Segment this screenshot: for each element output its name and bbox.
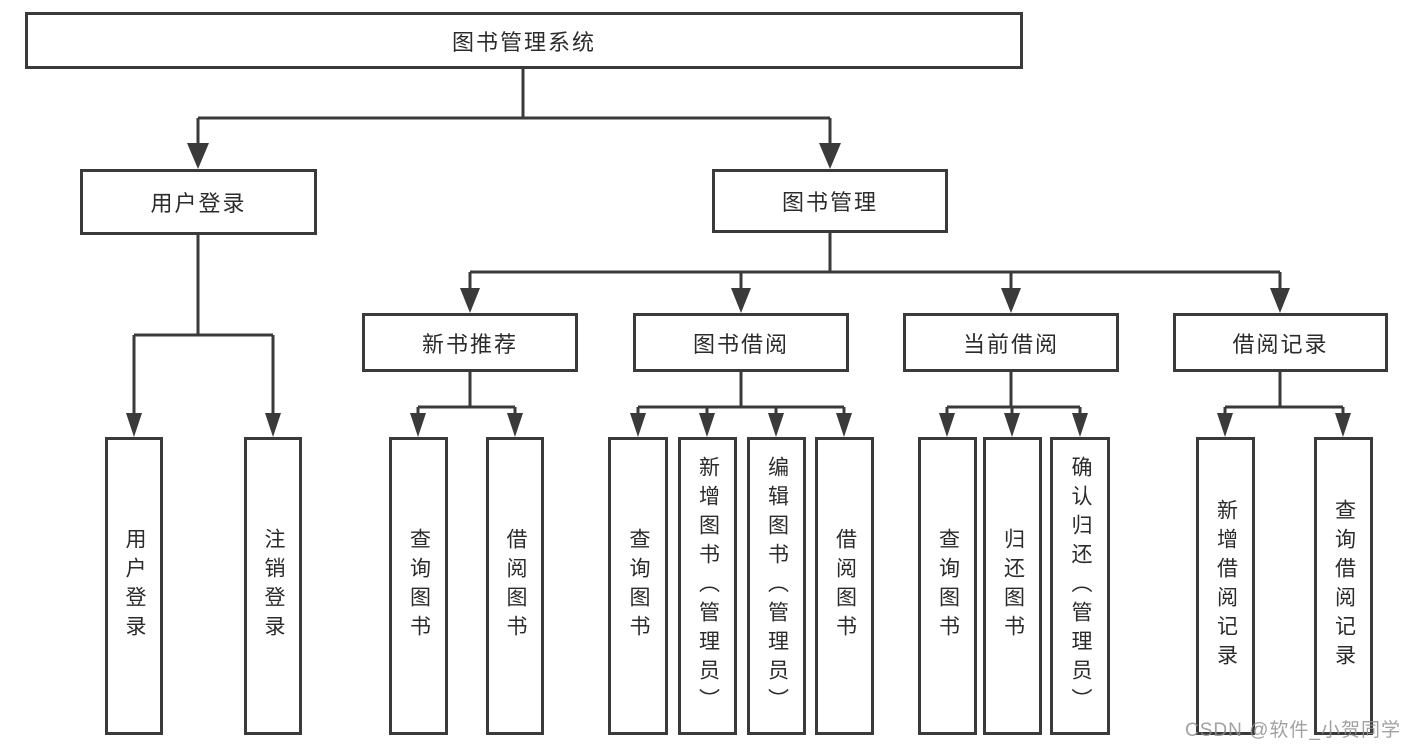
watermark-text: CSDN @软件_小贺同学 xyxy=(1185,720,1401,741)
node-leaf-borrow-books-recommend: 借阅图书 xyxy=(486,437,544,735)
node-current-borrow: 当前借阅 xyxy=(903,313,1119,372)
arrow-to-leaf-return xyxy=(1004,413,1020,437)
node-label: 新增图书（管理员） xyxy=(696,455,720,717)
node-leaf-return-book: 归还图书 xyxy=(983,437,1042,735)
connector-new-book-branch xyxy=(416,372,517,430)
arrowheads xyxy=(126,143,1351,437)
node-label: 查询图书 xyxy=(936,528,960,644)
arrow-to-book-mgmt xyxy=(819,143,841,169)
node-leaf-confirm-return-admin: 确认归还（管理员） xyxy=(1050,437,1110,735)
node-label: 查询图书 xyxy=(407,528,431,644)
arrow-to-leaf-logout xyxy=(265,413,281,437)
node-label: 当前借阅 xyxy=(962,331,1059,357)
arrow-to-new-book xyxy=(460,288,480,313)
node-label: 图书借阅 xyxy=(692,331,789,357)
node-leaf-query-books-current: 查询图书 xyxy=(918,437,977,735)
connector-root-branch xyxy=(196,69,832,162)
node-label: 注销登录 xyxy=(262,528,285,644)
node-leaf-edit-book-admin: 编辑图书（管理员） xyxy=(747,437,806,735)
arrow-to-leaf-query-record xyxy=(1335,413,1351,437)
node-label: 查询图书 xyxy=(627,528,650,644)
node-label: 借阅图书 xyxy=(504,528,527,644)
node-leaf-query-books-borrow: 查询图书 xyxy=(608,437,668,735)
node-book-borrow: 图书借阅 xyxy=(633,313,849,372)
arrow-to-leaf-edit-book xyxy=(768,413,784,437)
arrow-to-leaf-borrow-1 xyxy=(507,413,523,437)
arrow-to-user-login xyxy=(187,143,209,169)
node-new-book-recommend: 新书推荐 xyxy=(362,313,578,372)
node-user-login: 用户登录 xyxy=(80,169,317,235)
node-book-management: 图书管理 xyxy=(712,169,948,233)
node-leaf-query-borrow-record: 查询借阅记录 xyxy=(1314,437,1373,735)
node-library-system: 图书管理系统 xyxy=(25,12,1023,69)
node-label: 借阅图书 xyxy=(833,528,857,644)
node-label: 查询借阅记录 xyxy=(1332,499,1356,673)
node-borrow-records: 借阅记录 xyxy=(1173,313,1388,372)
arrow-to-leaf-add-record xyxy=(1217,413,1233,437)
node-label: 借阅记录 xyxy=(1232,331,1329,357)
node-leaf-add-book-admin: 新增图书（管理员） xyxy=(678,437,737,735)
node-label: 用户登录 xyxy=(123,528,146,644)
arrow-to-leaf-add-book xyxy=(699,413,715,437)
node-label: 用户登录 xyxy=(150,191,247,216)
node-label: 新书推荐 xyxy=(421,331,518,357)
connector-book-borrow-branch xyxy=(636,372,846,430)
arrow-to-leaf-query-3 xyxy=(939,413,955,437)
arrow-to-leaf-query-2 xyxy=(630,413,646,437)
arrow-to-leaf-confirm-return xyxy=(1072,413,1088,437)
node-label: 归还图书 xyxy=(1001,528,1025,644)
arrow-to-current-borrow xyxy=(1001,288,1021,313)
node-leaf-add-borrow-record: 新增借阅记录 xyxy=(1196,437,1255,735)
node-label: 图书管理 xyxy=(781,190,878,215)
node-label: 确认归还（管理员） xyxy=(1069,455,1092,717)
node-leaf-user-login: 用户登录 xyxy=(105,437,163,735)
arrow-to-leaf-borrow-2 xyxy=(836,413,852,437)
connector-borrow-records-branch xyxy=(1223,372,1345,430)
node-leaf-borrow-books-borrow: 借阅图书 xyxy=(815,437,874,735)
arrow-to-leaf-user-login xyxy=(126,413,142,437)
node-label: 图书管理系统 xyxy=(451,29,596,55)
node-label: 新增借阅记录 xyxy=(1214,499,1238,673)
arrow-to-borrow-records xyxy=(1270,288,1290,313)
connector-book-mgmt-branch xyxy=(468,233,1282,306)
arrow-to-leaf-query-1 xyxy=(410,413,426,437)
node-label: 编辑图书（管理员） xyxy=(765,455,789,717)
node-leaf-logout: 注销登录 xyxy=(244,437,302,735)
connector-user-login-branch xyxy=(132,235,275,430)
arrow-to-book-borrow xyxy=(731,288,751,313)
node-leaf-query-books-recommend: 查询图书 xyxy=(389,437,448,735)
